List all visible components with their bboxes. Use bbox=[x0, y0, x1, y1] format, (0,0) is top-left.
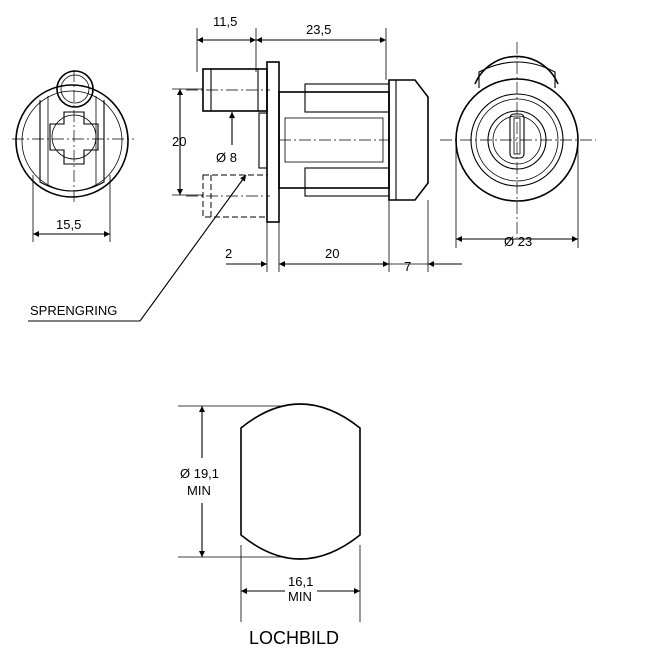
dim-dia-8: Ø 8 bbox=[216, 150, 237, 165]
side-view bbox=[28, 28, 462, 322]
dim-2: 2 bbox=[225, 246, 232, 261]
dim-7: 7 bbox=[404, 259, 411, 274]
dim-23-5: 23,5 bbox=[306, 22, 331, 37]
hole-pattern-caption: LOCHBILD bbox=[249, 628, 339, 648]
dim-hole-width-min: MIN bbox=[288, 589, 312, 604]
dim-20-length: 20 bbox=[325, 246, 339, 261]
dim-hole-width: 16,1 bbox=[288, 574, 313, 589]
dim-20-height: 20 bbox=[172, 134, 186, 149]
front-view bbox=[440, 42, 596, 248]
dim-dia-23: Ø 23 bbox=[504, 234, 532, 249]
dim-hole-diameter: Ø 19,1 bbox=[180, 466, 219, 481]
dim-15-5: 15,5 bbox=[56, 217, 81, 232]
dim-11-5: 11,5 bbox=[213, 14, 237, 29]
rear-end-view bbox=[12, 70, 134, 242]
dim-hole-diameter-min: MIN bbox=[187, 483, 211, 498]
spring-ring-label: SPRENGRING bbox=[30, 303, 117, 318]
hole-pattern bbox=[178, 403, 361, 622]
